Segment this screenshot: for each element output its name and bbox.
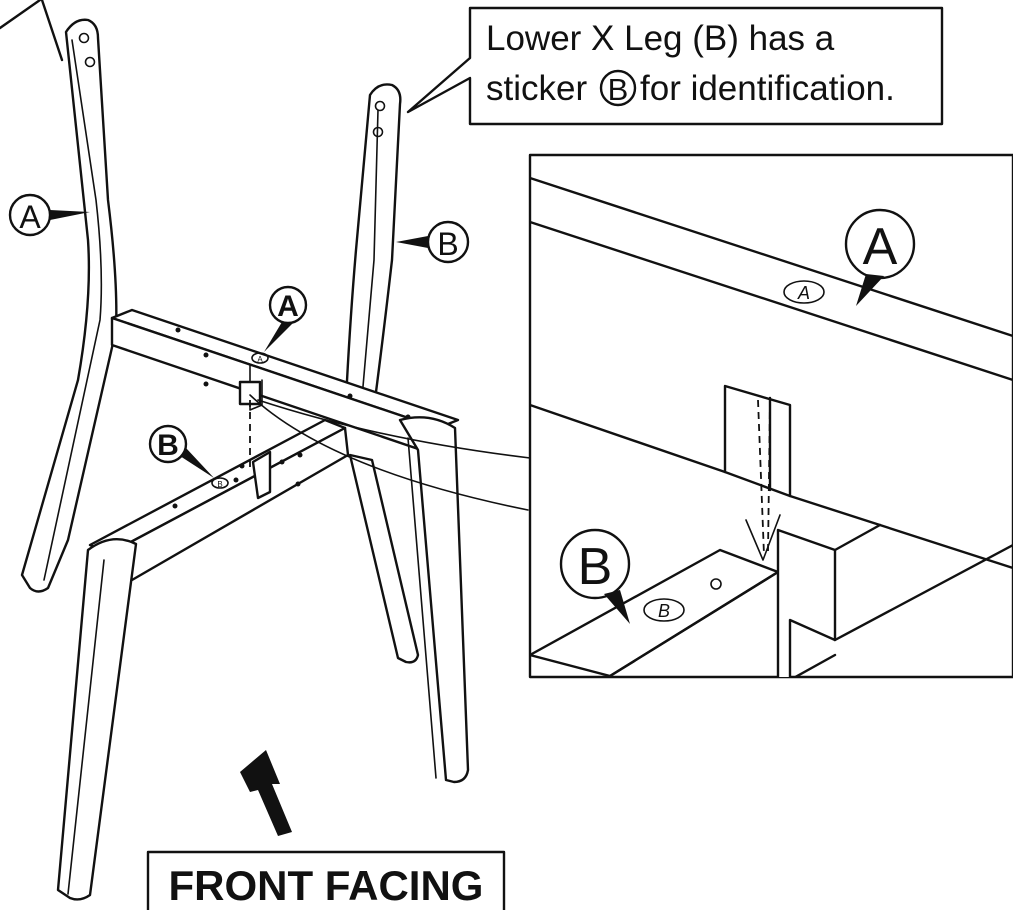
detail-label-a: A xyxy=(863,218,898,276)
front-leg-right xyxy=(398,416,470,784)
detail-slot xyxy=(723,384,792,498)
bolt-hole xyxy=(374,100,386,112)
back-leg-a xyxy=(20,18,118,593)
back-leg-b-edge xyxy=(361,109,379,399)
pointer-arrow xyxy=(264,322,294,352)
lower-x-leg-b-notch xyxy=(251,450,272,500)
arrow-up-icon xyxy=(240,750,292,836)
callout-leg-a: A xyxy=(8,193,90,237)
front-leg-left-edge xyxy=(67,559,105,895)
detail-leader-lower xyxy=(249,394,529,511)
detail-label-circle-b xyxy=(559,528,631,600)
back-leg-a-edge xyxy=(43,39,103,581)
identification-callout: Lower X Leg (B) has a sticker B for iden… xyxy=(406,6,944,126)
detail-sticker-b xyxy=(643,598,685,622)
pointer-arrow xyxy=(604,590,630,624)
rear-leg-center xyxy=(348,453,420,664)
front-leg-left xyxy=(56,538,138,901)
callout-badge-circle xyxy=(599,69,637,107)
callout-line2-after: for identification. xyxy=(640,69,895,108)
callout-line2-before: sticker xyxy=(486,69,587,108)
pointer-arrow xyxy=(50,210,90,220)
sticker-b-small-label: B xyxy=(217,480,222,489)
sticker-b-small xyxy=(211,477,229,489)
front-facing-label: FRONT FACING xyxy=(169,862,484,909)
sticker-a-bold-label: A xyxy=(277,290,299,323)
front-leg-right-edge xyxy=(407,437,437,779)
detail-dashed-arrow xyxy=(767,399,771,553)
detail-label-b: B xyxy=(578,538,613,596)
bolt-hole xyxy=(84,56,96,68)
front-facing-box xyxy=(146,850,506,910)
callout-box xyxy=(406,6,944,126)
sticker-a-small xyxy=(251,352,269,364)
detail-hole xyxy=(710,578,722,590)
back-leg-b xyxy=(344,83,402,402)
bolt-hole xyxy=(372,126,384,138)
callout-line2-badge: B xyxy=(608,72,629,107)
bolt-hole xyxy=(78,32,90,44)
detail-sticker-a xyxy=(783,280,825,304)
callout-leg-b: B xyxy=(396,220,470,264)
leg-b-label: B xyxy=(437,226,458,262)
sticker-a-small-label: A xyxy=(257,355,263,364)
callout-sticker-a: A xyxy=(264,285,308,352)
detail-arrowhead xyxy=(745,514,781,561)
sticker-b-bold-label: B xyxy=(157,429,179,462)
detail-sticker-b-label: B xyxy=(658,601,670,621)
callout-line1: Lower X Leg (B) has a xyxy=(486,19,835,58)
detail-dashed-arrow xyxy=(757,399,765,556)
label-circle xyxy=(148,424,188,464)
front-direction-indicator: FRONT FACING xyxy=(146,750,506,910)
lower-x-leg-b-side xyxy=(108,426,350,582)
callout-sticker-b: B xyxy=(148,424,214,478)
detail-view: A B A B xyxy=(528,153,1013,679)
detail-sticker-a-label: A xyxy=(797,283,810,303)
pointer-arrow xyxy=(856,274,884,306)
pointer-arrow xyxy=(180,448,214,478)
cut-callout-pointer xyxy=(0,0,64,62)
detail-leader-upper xyxy=(257,399,531,459)
leg-a-label: A xyxy=(19,199,41,235)
chair-frame: A B xyxy=(0,0,531,901)
pointer-arrow xyxy=(396,236,428,248)
